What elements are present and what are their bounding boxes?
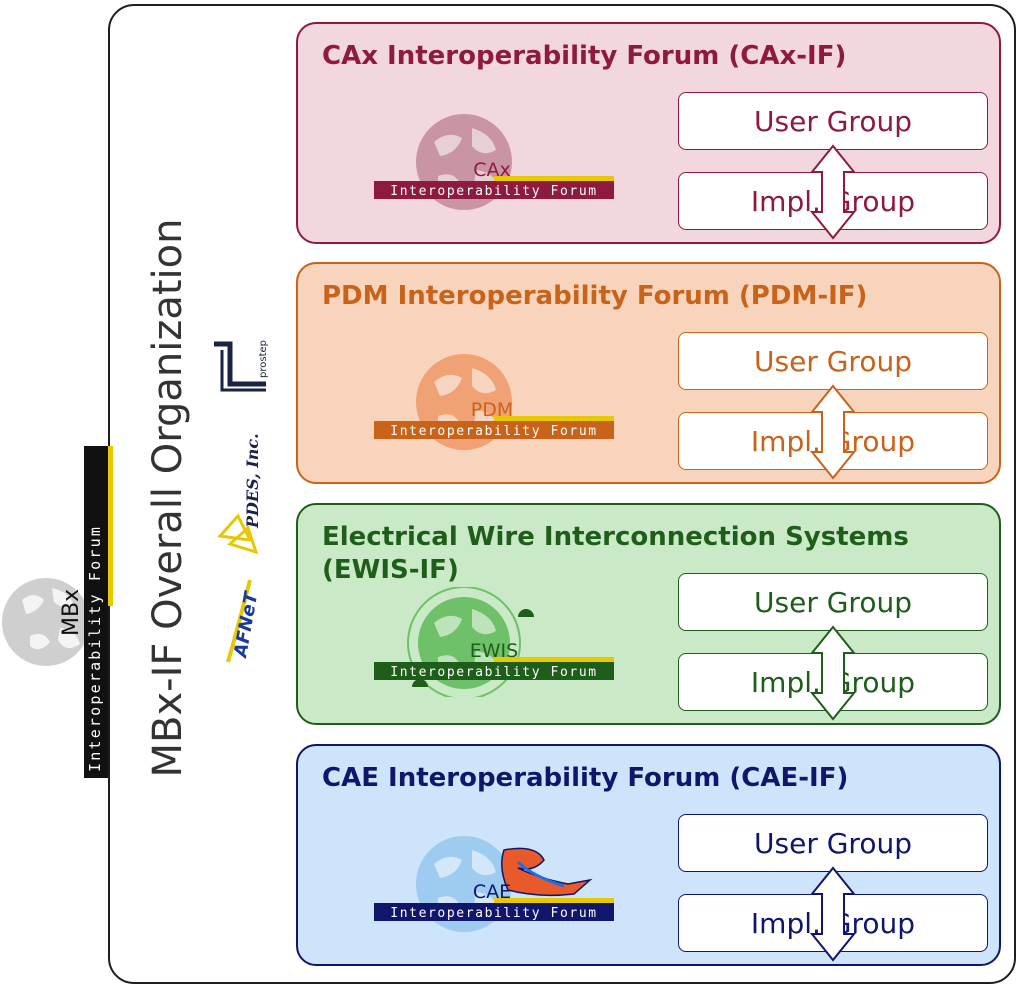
logo-acronym: CAx bbox=[473, 159, 511, 181]
cae-if-logo: CAE Interoperability Forum bbox=[374, 836, 614, 932]
logo-acronym: CAE bbox=[473, 881, 511, 903]
afnet-text: AFNeT bbox=[230, 589, 263, 661]
connector-icon bbox=[518, 609, 534, 617]
user-group-box: User Group bbox=[678, 573, 988, 631]
sponsor-logos: prostep ivip PDES, Inc. AFNeT bbox=[214, 340, 269, 663]
fea-gradient-icon bbox=[516, 860, 565, 888]
pdes-logo: PDES, Inc. bbox=[216, 433, 262, 555]
main-title-text: MBx-IF Overall Organization bbox=[145, 218, 191, 778]
forum-title: PDM Interoperability Forum (PDM-IF) bbox=[322, 281, 868, 311]
logo-tagline: Interoperability Forum bbox=[390, 906, 597, 921]
forum-cae-if: CAE Interoperability Forum (CAE-IF) CAE … bbox=[296, 744, 1001, 966]
logo-tagline: Interoperability Forum bbox=[390, 184, 597, 199]
prostep-text: prostep ivip bbox=[258, 340, 269, 378]
afnet-logo: AFNeT bbox=[226, 579, 263, 663]
user-group-box: User Group bbox=[678, 92, 988, 150]
mbx-band bbox=[84, 446, 108, 778]
forum-title: CAE Interoperability Forum (CAE-IF) bbox=[322, 763, 849, 793]
logo-accent-stripe bbox=[494, 176, 614, 181]
globe-continents-icon bbox=[434, 368, 500, 435]
connector-icon bbox=[412, 679, 428, 687]
cax-if-logo: CAx Interoperability Forum bbox=[374, 114, 614, 210]
logo-band bbox=[374, 421, 614, 439]
logo-accent-stripe bbox=[494, 416, 614, 421]
double-arrow-icon bbox=[809, 144, 857, 240]
ewis-ring-icon bbox=[407, 587, 521, 697]
logo-band bbox=[374, 903, 614, 921]
logo-tagline: Interoperability Forum bbox=[390, 665, 597, 680]
logo-accent-stripe bbox=[494, 657, 614, 662]
prostep-mark-inner-icon bbox=[220, 350, 266, 392]
forum-title: Electrical Wire Interconnection Systems … bbox=[322, 522, 909, 585]
user-group-box: User Group bbox=[678, 814, 988, 872]
pdm-if-logo: PDM Interoperability Forum bbox=[374, 354, 614, 450]
forum-ewis-if: Electrical Wire Interconnection Systems … bbox=[296, 503, 1001, 725]
logo-acronym: EWIS bbox=[470, 640, 518, 662]
double-arrow-icon bbox=[809, 625, 857, 721]
mbx-tagline: Interoperability Forum bbox=[86, 525, 104, 772]
logo-acronym: PDM bbox=[471, 399, 513, 421]
forum-pdm-if: PDM Interoperability Forum (PDM-IF) PDM … bbox=[296, 262, 1001, 484]
mbx-acronym: MBx bbox=[59, 589, 84, 636]
double-arrow-icon bbox=[809, 384, 857, 480]
afnet-swoosh-icon bbox=[226, 579, 252, 663]
ewis-if-logo: EWIS Interoperability Forum bbox=[374, 587, 614, 697]
prostep-mark-icon bbox=[214, 341, 266, 387]
globe-continents-icon bbox=[434, 128, 500, 195]
logo-band bbox=[374, 181, 614, 199]
double-arrow-icon bbox=[809, 866, 857, 962]
globe-continents-icon bbox=[22, 588, 80, 650]
logo-tagline: Interoperability Forum bbox=[390, 424, 597, 439]
mbx-if-logo: Interoperability Forum MBx bbox=[2, 446, 113, 778]
forum-title: CAx Interoperability Forum (CAx-IF) bbox=[322, 41, 847, 71]
pdes-text: PDES, Inc. bbox=[243, 433, 262, 529]
prostep-logo: prostep ivip bbox=[214, 340, 269, 392]
globe-continents-icon bbox=[434, 850, 500, 917]
pdes-triangles-icon bbox=[216, 513, 259, 555]
user-group-box: User Group bbox=[678, 332, 988, 390]
logo-band bbox=[374, 662, 614, 680]
logo-accent-stripe bbox=[494, 898, 614, 903]
forum-cax-if: CAx Interoperability Forum (CAx-IF) CAx … bbox=[296, 22, 1001, 244]
globe-continents-icon bbox=[434, 609, 500, 676]
fea-mesh-icon bbox=[501, 847, 593, 897]
mbx-accent-stripe bbox=[108, 446, 113, 606]
